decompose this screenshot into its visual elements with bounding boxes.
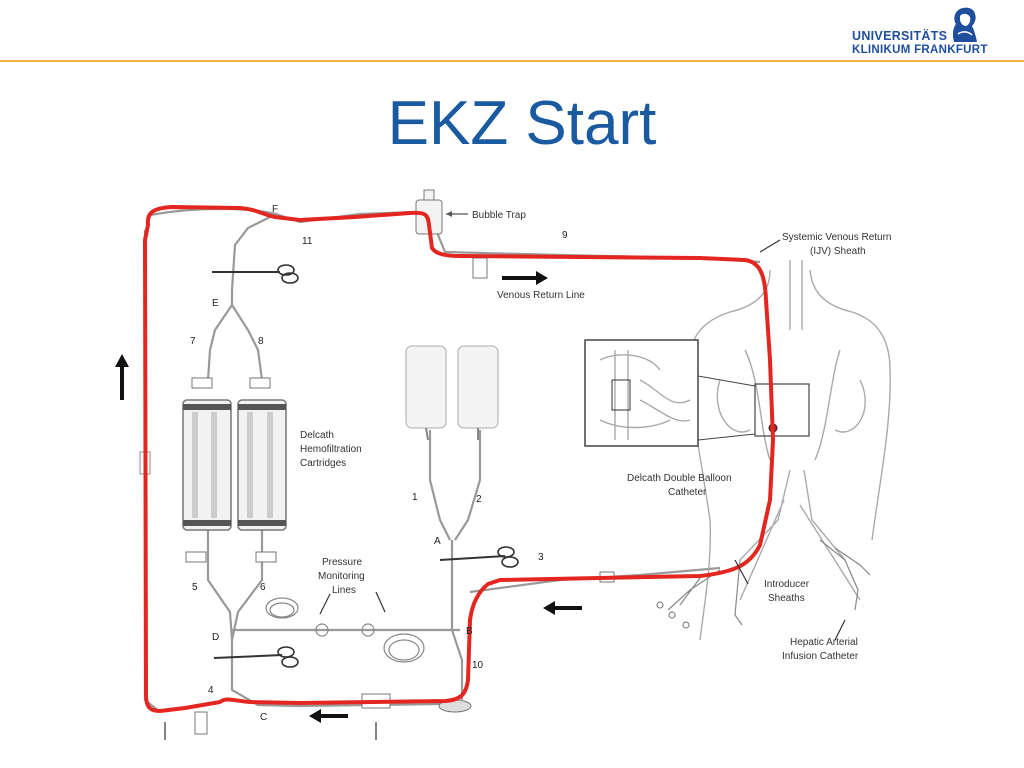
diagram-labels: Bubble Trap Venous Return Line Systemic … bbox=[300, 210, 892, 662]
marker-C: C bbox=[260, 712, 267, 723]
clamp-icon bbox=[212, 264, 299, 284]
label-bubble-trap: Bubble Trap bbox=[472, 210, 526, 221]
label-systemic-venous-return-2: (IJV) Sheath bbox=[810, 246, 866, 257]
label-cartridges-2: Hemofiltration bbox=[300, 444, 362, 455]
marker-9: 9 bbox=[562, 230, 568, 241]
arrow-up-icon bbox=[115, 354, 129, 400]
slide-title: EKZ Start bbox=[387, 89, 657, 158]
label-pressure-3: Lines bbox=[332, 585, 356, 596]
header-accent-line bbox=[0, 60, 1024, 62]
marker-E: E bbox=[212, 298, 219, 309]
arrow-right-icon bbox=[502, 271, 548, 285]
label-introducer-2: Sheaths bbox=[768, 593, 805, 604]
label-pressure-2: Monitoring bbox=[318, 571, 365, 582]
clamp-icon bbox=[213, 646, 299, 668]
active-circuit-highlight bbox=[143, 205, 775, 713]
label-catheter-2: Catheter bbox=[668, 487, 707, 498]
flow-direction-arrows bbox=[115, 239, 846, 740]
label-catheter-1: Delcath Double Balloon bbox=[627, 473, 732, 484]
infusion-bags bbox=[405, 345, 499, 441]
marker-11: 11 bbox=[302, 236, 313, 247]
marker-6: 6 bbox=[260, 582, 266, 593]
marker-8: 8 bbox=[258, 336, 264, 347]
clamp-icon bbox=[439, 546, 519, 568]
marker-D: D bbox=[212, 632, 219, 643]
label-introducer-1: Introducer bbox=[764, 579, 810, 590]
label-cartridges-1: Delcath bbox=[300, 430, 334, 441]
label-pressure-1: Pressure bbox=[322, 557, 362, 568]
arrow-left-icon bbox=[543, 601, 582, 615]
goethe-portrait-icon bbox=[952, 7, 977, 42]
heart-zoom-inset bbox=[584, 339, 810, 447]
label-venous-return-line: Venous Return Line bbox=[497, 290, 585, 301]
marker-7: 7 bbox=[190, 336, 196, 347]
marker-4: 4 bbox=[208, 685, 214, 696]
marker-5: 5 bbox=[192, 582, 198, 593]
marker-2: 2 bbox=[476, 494, 482, 505]
pressure-monitoring-coils bbox=[265, 597, 425, 663]
logo-line-2: KLINIKUM FRANKFURT bbox=[852, 44, 988, 56]
arrow-left-icon bbox=[309, 709, 348, 723]
marker-F: F bbox=[272, 204, 278, 215]
marker-B: B bbox=[466, 626, 473, 637]
logo-line-1: UNIVERSITÄTS bbox=[852, 29, 948, 43]
university-hospital-logo: UNIVERSITÄTS KLINIKUM FRANKFURT bbox=[852, 4, 1002, 58]
marker-3: 3 bbox=[538, 552, 544, 563]
marker-10: 10 bbox=[472, 660, 484, 671]
label-cartridges-3: Cartridges bbox=[300, 458, 346, 469]
diagram-point-markers: F E D C A B 1 2 3 4 5 6 7 8 9 10 11 bbox=[190, 204, 568, 723]
hemofiltration-cartridges bbox=[182, 377, 287, 563]
marker-1: 1 bbox=[412, 492, 418, 503]
label-hepatic-1: Hepatic Arterial bbox=[790, 637, 858, 648]
label-systemic-venous-return-1: Systemic Venous Return bbox=[782, 232, 892, 243]
label-hepatic-2: Infusion Catheter bbox=[782, 651, 859, 662]
clamp-icons bbox=[212, 264, 519, 668]
marker-A: A bbox=[434, 536, 441, 547]
